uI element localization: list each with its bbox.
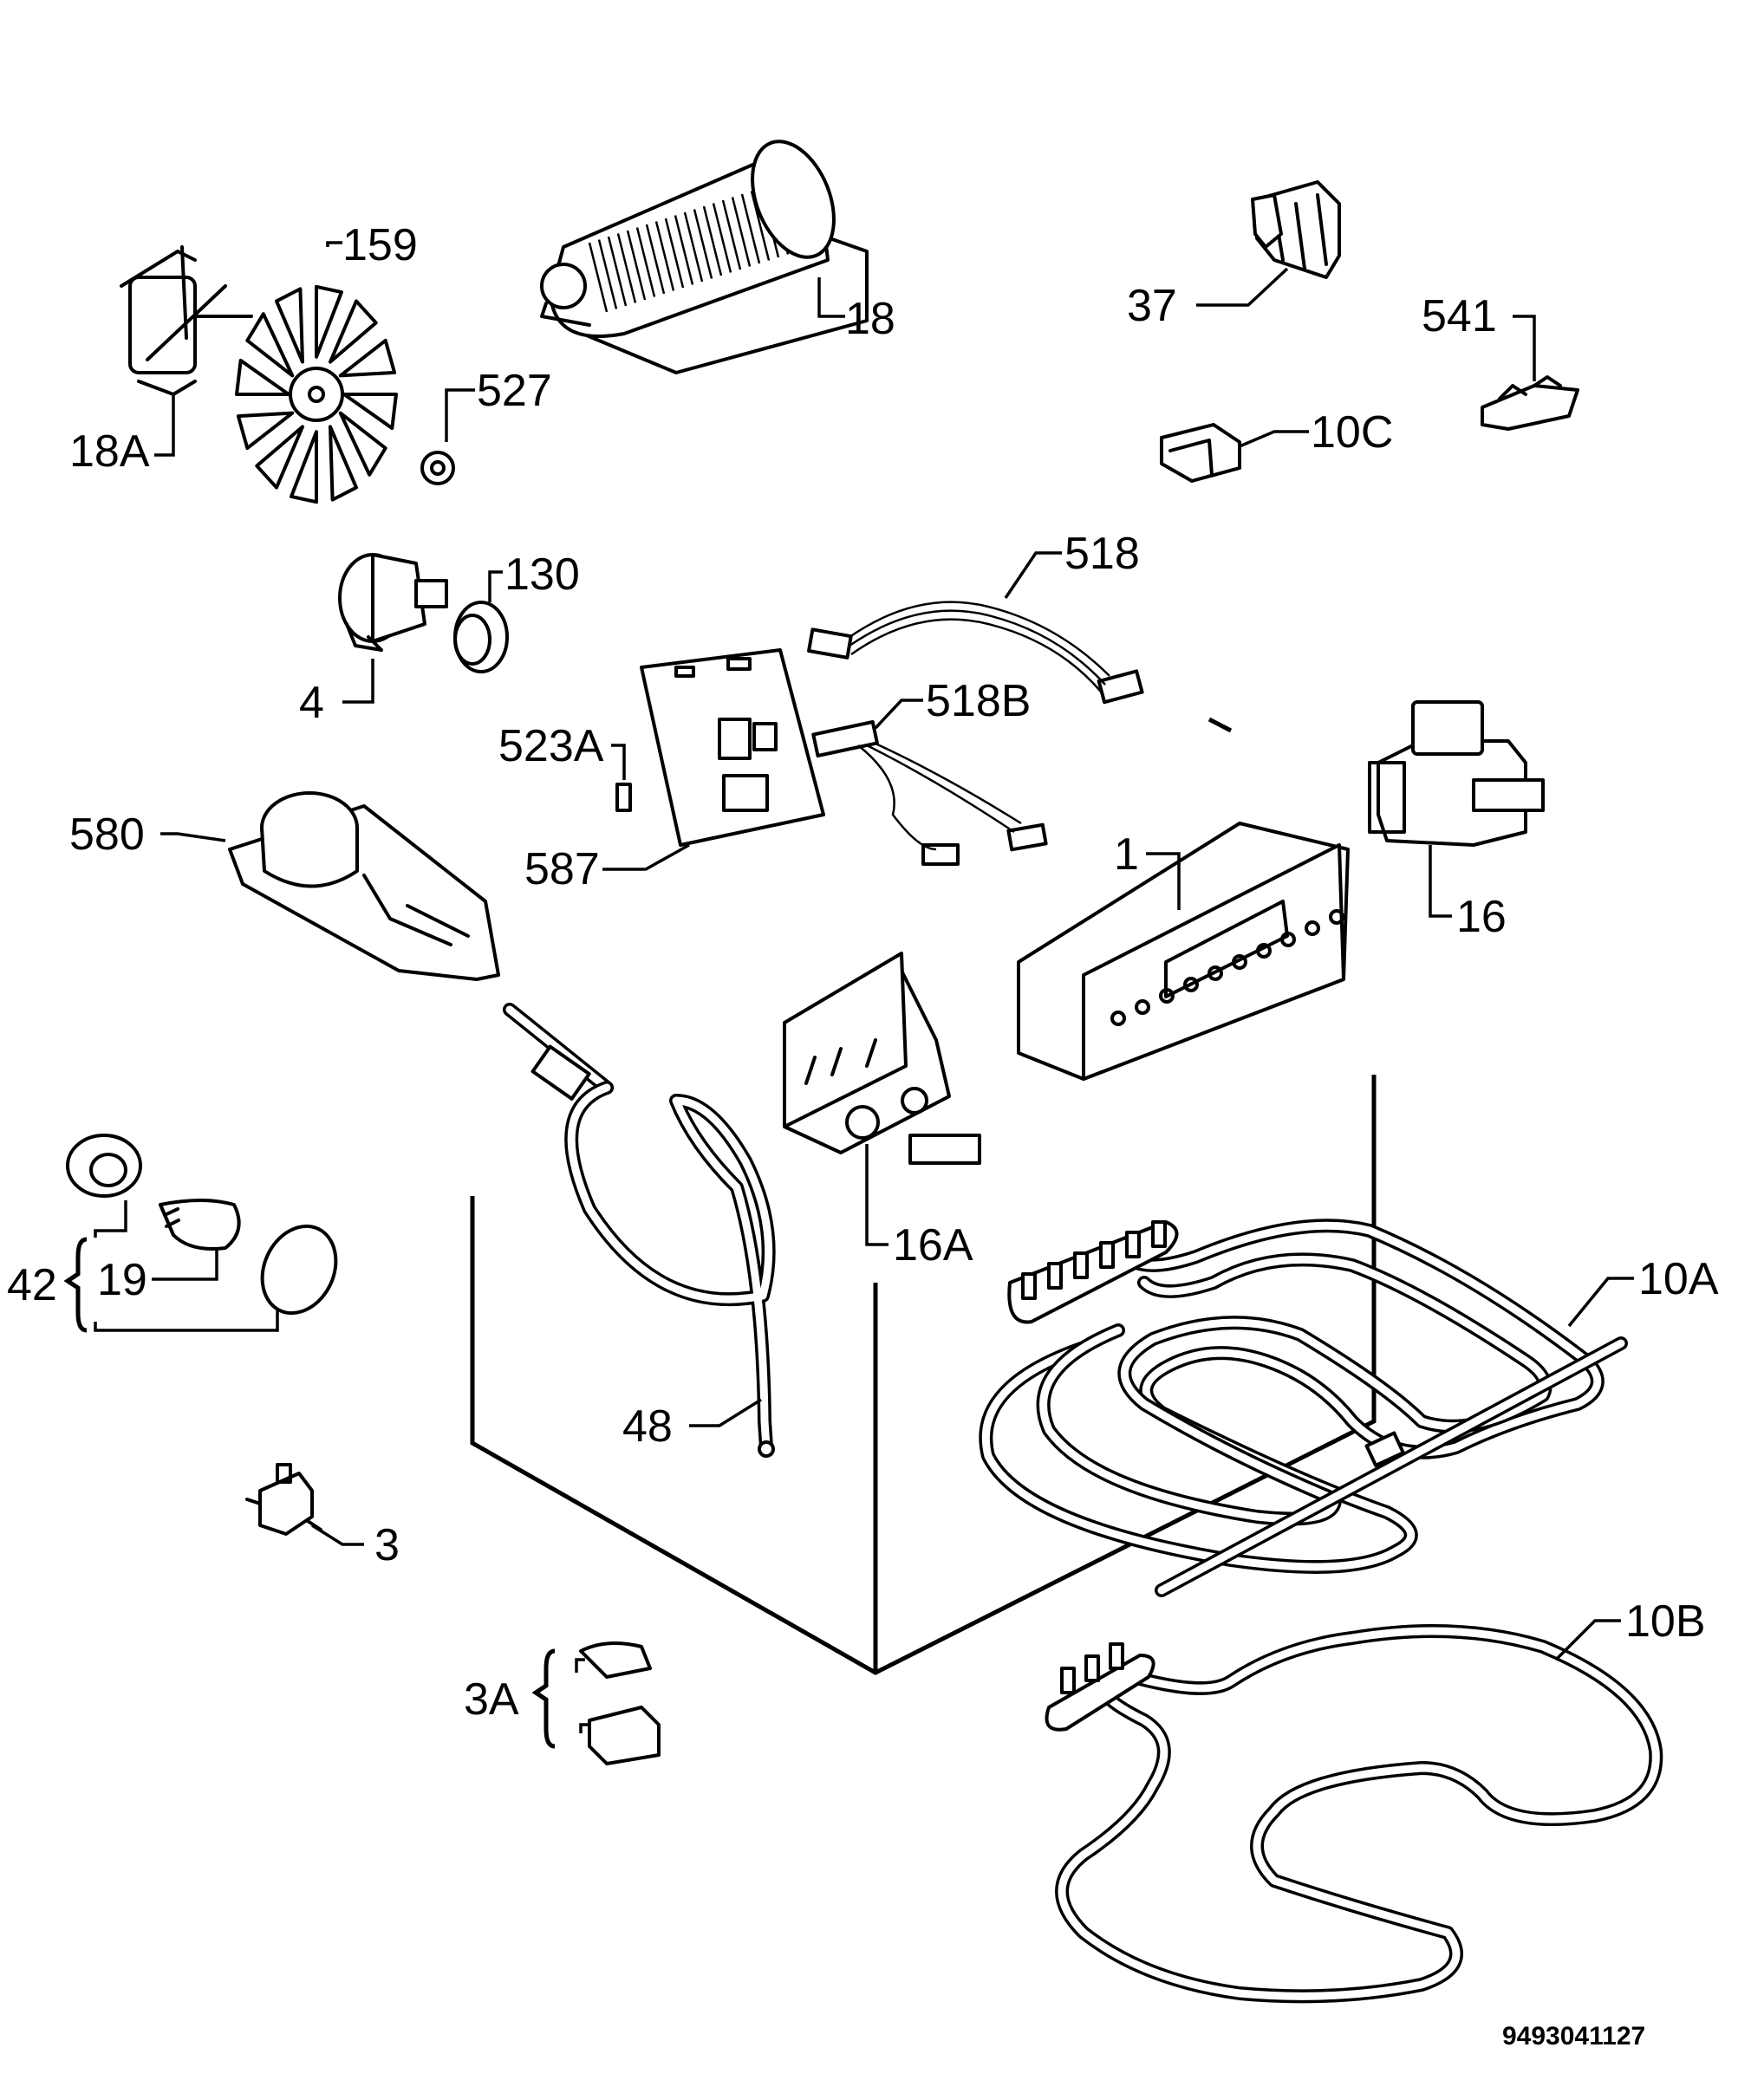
- label-16: 16: [1456, 892, 1507, 942]
- label-42: 42: [7, 1260, 57, 1310]
- label-541: 541: [1422, 291, 1497, 341]
- label-580: 580: [69, 809, 145, 860]
- part-527-nut: [420, 388, 475, 485]
- label-19: 19: [97, 1255, 147, 1305]
- part-16-switch: [1368, 700, 1545, 918]
- label-37: 37: [1127, 281, 1177, 331]
- label-518: 518: [1064, 529, 1140, 579]
- part-587-pcb: [602, 648, 825, 871]
- part-16a-selector-switch: [783, 952, 981, 1246]
- label-518b: 518B: [926, 676, 1031, 726]
- label-3: 3: [374, 1520, 400, 1570]
- part-42-lamp-assembly: [63, 1134, 338, 1333]
- part-18a-fan-motor: [120, 245, 253, 457]
- label-18a: 18A: [69, 426, 150, 477]
- label-527: 527: [477, 366, 552, 416]
- label-18: 18: [845, 294, 895, 344]
- label-10b: 10B: [1625, 1596, 1706, 1647]
- label-159: 159: [342, 220, 418, 270]
- part-37-clip: [1196, 180, 1341, 307]
- label-4: 4: [299, 678, 324, 728]
- part-10b-bottom-element: [1045, 1619, 1663, 2004]
- label-16a: 16A: [893, 1220, 973, 1271]
- part-18-tangential-fan: [540, 140, 869, 374]
- part-10c-terminal: [1160, 423, 1309, 483]
- drawing-code: 9493041127: [1502, 2022, 1645, 2051]
- part-159-fan-blade: [235, 241, 398, 504]
- label-48: 48: [622, 1401, 673, 1452]
- part-518-harness: [807, 551, 1144, 705]
- part-1-control-panel: [1017, 822, 1350, 1081]
- part-3-thermostat: [245, 1463, 364, 1546]
- part-4-motor: [338, 553, 448, 704]
- label-3a: 3A: [464, 1674, 519, 1725]
- label-587: 587: [524, 844, 600, 894]
- part-3a-thermostat: [531, 1641, 661, 1765]
- part-130-ring: [453, 570, 509, 673]
- part-541-terminal: [1481, 315, 1579, 431]
- oven-cavity-outline: [470, 717, 1377, 1675]
- label-10a: 10A: [1638, 1254, 1719, 1304]
- part-518b-harness: [811, 699, 1048, 866]
- part-10a-grill-element: [979, 1219, 1634, 1597]
- part-523a-connector: [611, 744, 632, 812]
- part-48-sensor-probe: [503, 1003, 776, 1458]
- label-1: 1: [1114, 829, 1139, 880]
- label-10c: 10C: [1311, 407, 1393, 458]
- label-523a: 523A: [498, 721, 604, 771]
- label-130: 130: [504, 549, 580, 600]
- part-580-door-lock: [160, 791, 500, 981]
